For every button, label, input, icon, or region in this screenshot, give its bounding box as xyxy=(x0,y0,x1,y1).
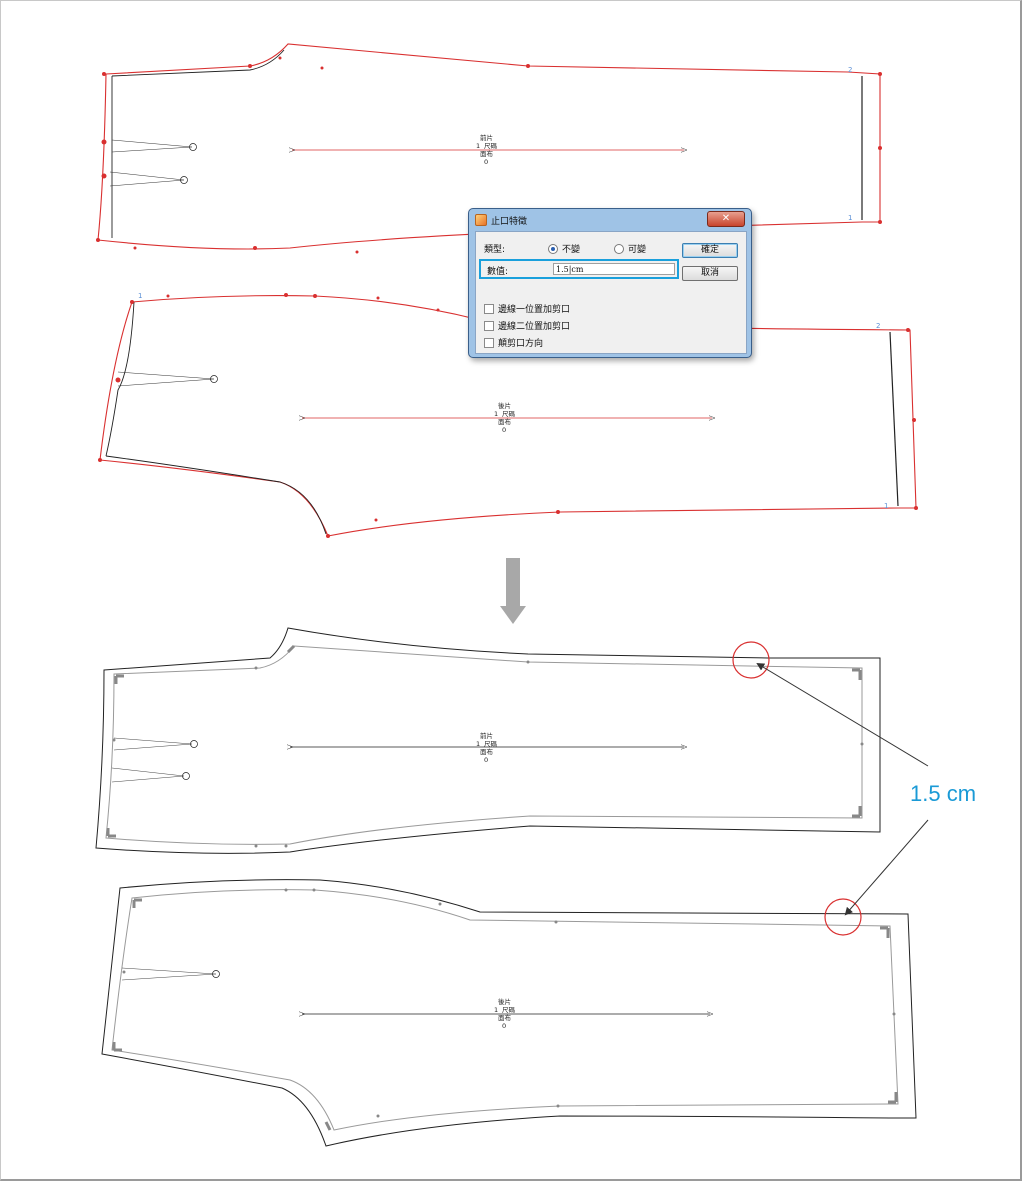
annotation-arrow-back xyxy=(844,819,929,916)
corner-num-front-1: 1 xyxy=(848,214,852,222)
back-piece-result xyxy=(101,879,917,1147)
checkbox-edge1[interactable] xyxy=(484,303,494,314)
close-button[interactable]: ✕ xyxy=(707,211,745,227)
dialog-titlebar[interactable]: 止口特徵 xyxy=(475,212,527,228)
corner-num-back-1: 1 xyxy=(138,292,142,300)
highlight-circle-front xyxy=(732,641,770,679)
radio-variable-label: 可變 xyxy=(628,245,647,255)
checkbox-edge2-row[interactable]: 邊線二位置加剪口 xyxy=(484,319,570,332)
front-piece-result xyxy=(95,627,881,854)
checkbox-edge1-label: 邊線一位置加剪口 xyxy=(498,305,571,315)
checkbox-edge2[interactable] xyxy=(484,320,494,331)
checkbox-reverse[interactable] xyxy=(484,337,494,348)
corner-num-back-1b: 1 xyxy=(884,502,888,510)
corner-num-front-2: 2 xyxy=(848,66,852,74)
front-qty-top: 1 xyxy=(476,142,480,150)
front-zero-top: 0 xyxy=(484,158,488,166)
dialog-body: 類型: 不變 可變 數值: 1.5|cm 邊線一位置加剪口 邊線二位置加剪口 顛… xyxy=(475,231,747,354)
dialog-title: 止口特徵 xyxy=(491,216,528,227)
radio-fixed[interactable]: 不變 xyxy=(548,242,580,255)
value-label: 數值: xyxy=(487,267,509,277)
back-qty-bottom: 1 xyxy=(494,1006,498,1014)
checkbox-reverse-row[interactable]: 顛剪口方向 xyxy=(484,336,543,349)
back-fabric-bottom: 面布 xyxy=(498,1013,512,1022)
back-label-top: 後片 xyxy=(498,401,511,410)
front-piece-red[interactable] xyxy=(96,43,882,254)
front-fabric-bottom: 面布 xyxy=(480,747,494,756)
back-label-bottom: 後片 xyxy=(498,997,511,1006)
app-icon xyxy=(475,214,487,226)
front-label-bottom: 前片 xyxy=(480,731,493,740)
radio-fixed-indicator[interactable] xyxy=(548,243,558,254)
seam-allowance-label: 1.5 cm xyxy=(910,781,976,806)
highlight-circle-back xyxy=(824,898,862,936)
corner-num-back-2: 2 xyxy=(876,322,880,330)
checkbox-reverse-label: 顛剪口方向 xyxy=(498,339,544,349)
front-fabric-top: 面布 xyxy=(480,149,494,158)
checkbox-edge2-label: 邊線二位置加剪口 xyxy=(498,322,571,332)
back-zero-top: 0 xyxy=(502,426,506,434)
back-size-bottom: 尺碼 xyxy=(502,1006,516,1014)
back-fabric-top: 面布 xyxy=(498,417,512,426)
front-label-top: 前片 xyxy=(480,133,493,142)
type-label: 類型: xyxy=(484,245,506,255)
seam-allowance-dialog: 止口特徵 ✕ 類型: 不變 可變 數值: 1.5|cm 邊線一位置加剪口 邊線二… xyxy=(468,208,752,358)
back-zero-bottom: 0 xyxy=(502,1022,506,1030)
radio-fixed-label: 不變 xyxy=(562,245,581,255)
annotation-arrow-front xyxy=(756,662,929,767)
radio-variable[interactable]: 可變 xyxy=(614,242,646,255)
value-input[interactable]: 1.5|cm xyxy=(553,263,675,275)
front-qty-bottom: 1 xyxy=(476,740,480,748)
front-zero-bottom: 0 xyxy=(484,756,488,764)
radio-variable-indicator[interactable] xyxy=(614,243,624,254)
back-piece-red[interactable] xyxy=(98,293,918,538)
front-size-top: 尺碼 xyxy=(484,142,498,150)
down-arrow-icon xyxy=(500,558,526,624)
back-qty-top: 1 xyxy=(494,410,498,418)
front-size-bottom: 尺碼 xyxy=(484,740,498,748)
checkbox-edge1-row[interactable]: 邊線一位置加剪口 xyxy=(484,302,570,315)
cancel-button[interactable]: 取消 xyxy=(682,266,738,281)
back-size-top: 尺碼 xyxy=(502,410,516,418)
value-row: 數值: 1.5|cm xyxy=(479,259,679,279)
ok-button[interactable]: 確定 xyxy=(682,243,738,258)
